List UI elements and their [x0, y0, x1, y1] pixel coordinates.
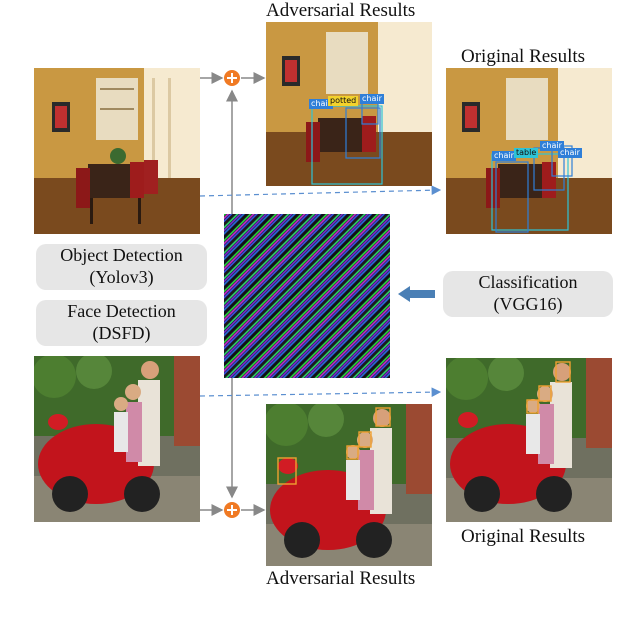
adversarial-results-top-title: Adversarial Results: [266, 0, 416, 21]
object-detection-model: (Yolov3): [89, 267, 154, 287]
family-original-image: [446, 358, 612, 522]
original-results-top-title: Original Results: [461, 46, 586, 67]
plus-node-top: [224, 70, 240, 86]
classification-pill: Classification (VGG16): [443, 271, 613, 317]
face-detection-model: (DSFD): [92, 323, 151, 343]
adversarial-results-bottom-title: Adversarial Results: [266, 568, 416, 589]
face-detection-label: Face Detection: [67, 301, 176, 321]
family-adversarial-image: [266, 404, 432, 566]
family-input-image: [34, 356, 200, 522]
adversarial-perturbation-pattern: [224, 214, 390, 378]
detection-label-chair: chair: [360, 94, 384, 104]
dashed-arrow-to-original-bottom: [199, 387, 442, 397]
object-detection-label: Object Detection: [60, 245, 183, 265]
dashed-arrow-to-original-top: [199, 185, 442, 197]
object-detection-pill: Object Detection (Yolov3): [36, 244, 207, 290]
classification-model: (VGG16): [493, 294, 563, 314]
classification-arrow: [398, 286, 435, 302]
original-results-bottom-title: Original Results: [461, 526, 586, 547]
classification-label: Classification: [478, 272, 578, 292]
detection-label-chair: chair: [492, 151, 516, 161]
detection-label-chair: chair: [309, 99, 333, 109]
plus-node-bottom: [224, 502, 240, 518]
detection-label-chair: chair: [540, 141, 564, 151]
room-input-image: [34, 68, 200, 234]
face-detection-pill: Face Detection (DSFD): [36, 300, 207, 346]
detection-label-table: table: [514, 148, 539, 158]
detection-label-potted: potted: [328, 96, 359, 106]
detection-label-chair: chair: [558, 148, 582, 158]
